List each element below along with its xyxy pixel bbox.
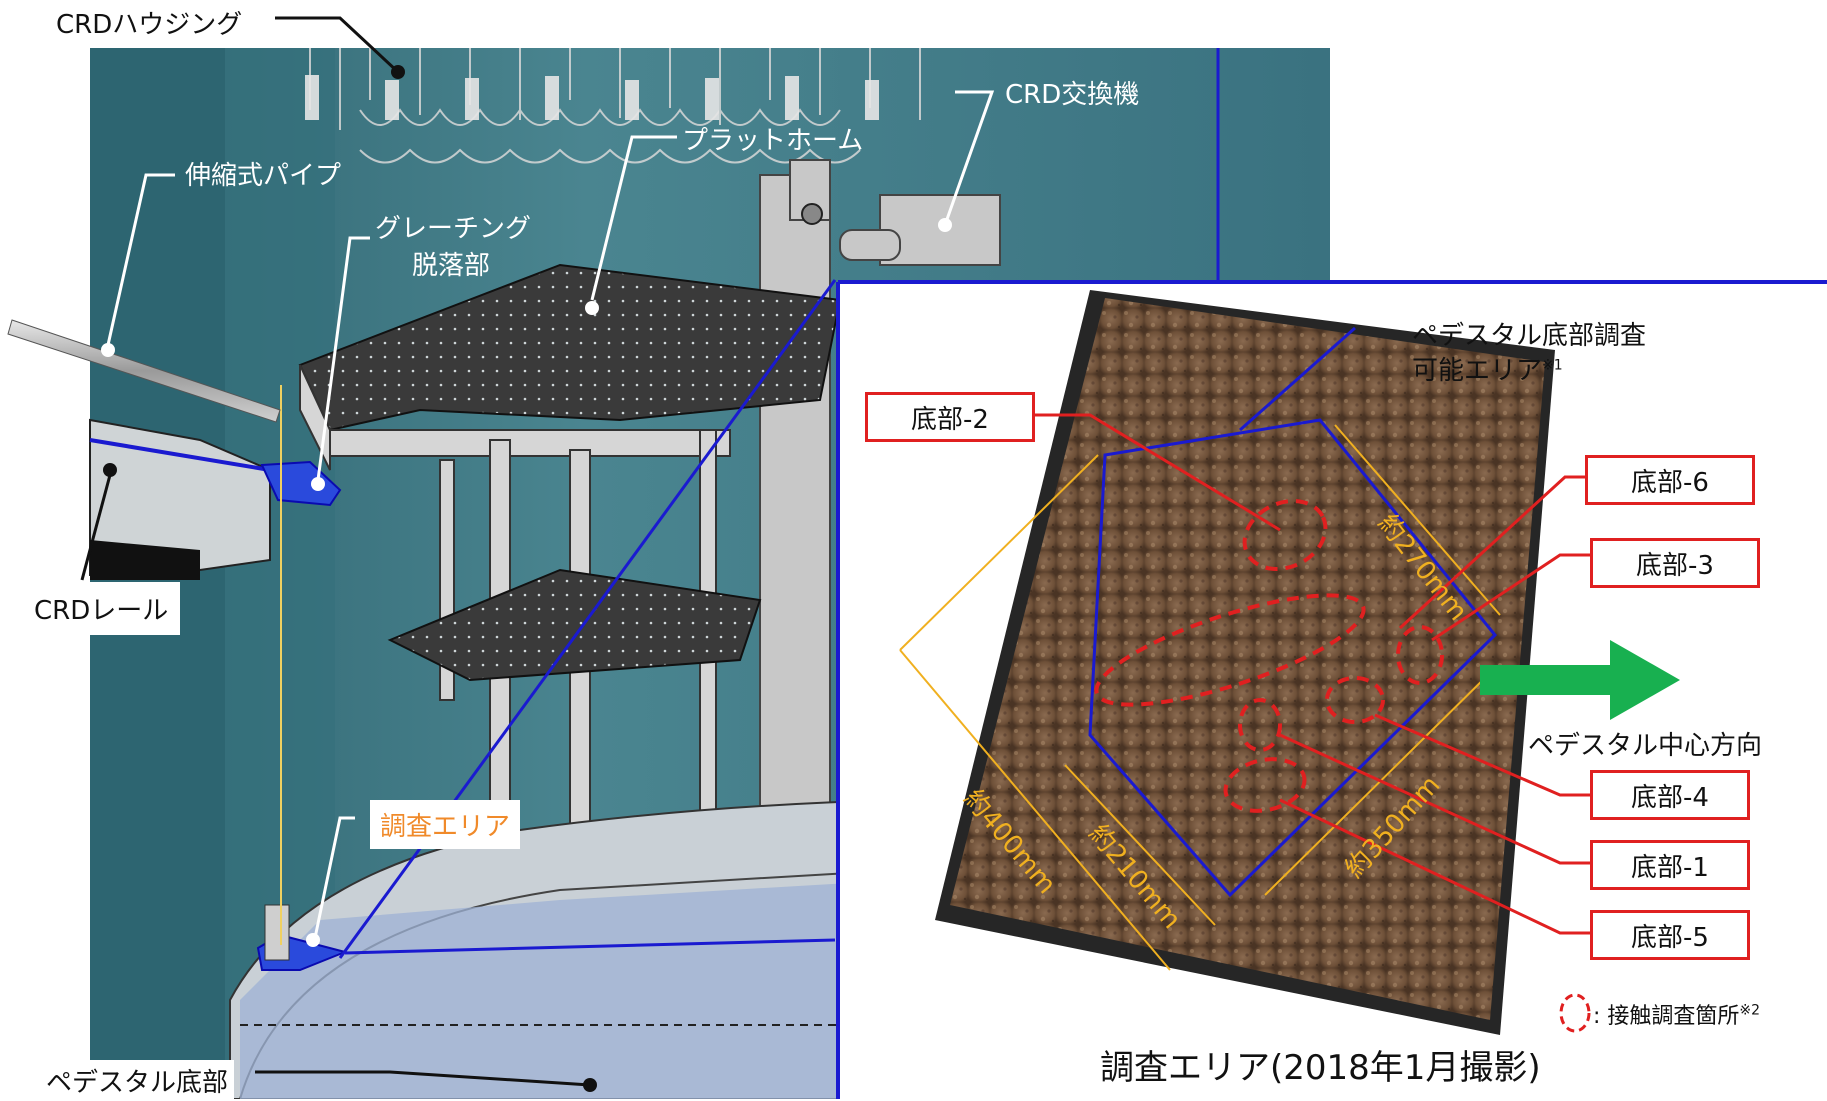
label-crd-housing: CRDハウジング (50, 2, 249, 43)
label-crd-rail: CRDレール (22, 582, 181, 635)
legend-note: ※2 (1739, 1002, 1761, 1019)
survey-region-note: ※1 (1542, 357, 1563, 374)
point-label-bottom-2: 底部-2 (865, 392, 1035, 442)
legend-label: : 接触調査箇所 (1593, 1004, 1740, 1029)
label-survey-area: 調査エリア (370, 800, 521, 849)
point-label-bottom-3: 底部-3 (1590, 538, 1760, 588)
legend-text: : 接触調査箇所※2 (1593, 998, 1760, 1030)
inset-caption: 調査エリア(2018年1月撮影) (1100, 1048, 1541, 1088)
label-grating-missing-line1: グレーチング (375, 214, 532, 244)
point-label-bottom-6: 底部-6 (1585, 455, 1755, 505)
survey-area-outline (1088, 418, 1498, 898)
label-pedestal-center-direction: ペデスタル中心方向 (1528, 731, 1763, 761)
label-platform: プラットホーム (682, 126, 864, 156)
label-pedestal-bottom: ペデスタル底部 (40, 1060, 235, 1101)
legend-marker (1559, 993, 1591, 1033)
point-label-bottom-1: 底部-1 (1590, 840, 1750, 890)
point-label-bottom-5: 底部-5 (1590, 910, 1750, 960)
pedestal-center-arrow (1480, 640, 1680, 720)
contact-point-markers (1094, 498, 1444, 813)
survey-region-label-line2: 可能エリア※1 (1412, 350, 1563, 387)
label-telescopic-pipe: 伸縮式パイプ (185, 161, 342, 191)
survey-region-label-text: 可能エリア (1412, 356, 1543, 386)
inset-panel (836, 280, 1827, 1099)
point-label-bottom-4: 底部-4 (1590, 770, 1750, 820)
label-crd-exchanger: CRD交換機 (1005, 80, 1140, 110)
label-grating-missing-line2: 脱落部 (412, 251, 491, 281)
survey-region-label-line1: ペデスタル底部調査 (1412, 321, 1647, 351)
